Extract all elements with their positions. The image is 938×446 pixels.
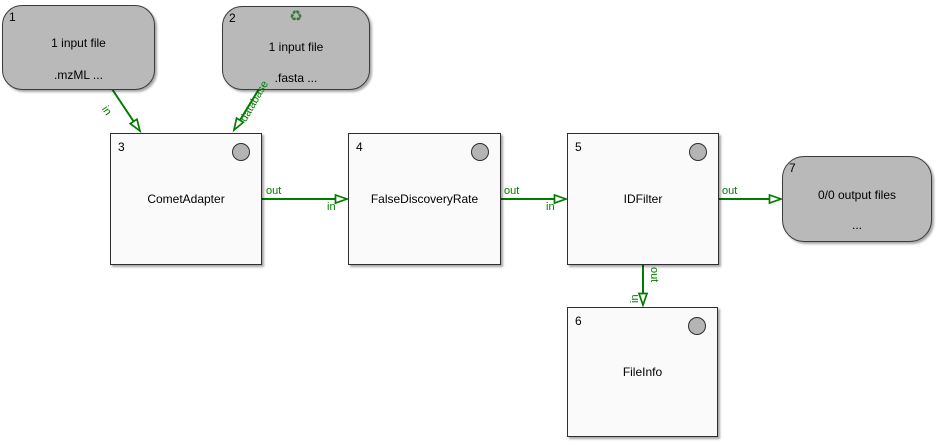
node-output-files[interactable]: 7 0/0 output files ... [782, 156, 932, 242]
tool-name-label: FalseDiscoveryRate [370, 192, 479, 206]
node-input-file-1[interactable]: 1 1 input file .mzML ... [2, 5, 155, 90]
edge-label-out: out [266, 185, 282, 197]
edge-label-out: out [504, 185, 520, 197]
node-number: 6 [575, 314, 582, 328]
node-input-file-2[interactable]: 2 ♻ 1 input file .fasta ... [222, 6, 370, 90]
node-number: 2 [229, 11, 236, 25]
node-ellipsis-label: ... [851, 218, 862, 232]
edge-label-in: in [629, 294, 641, 303]
tool-name-label: IDFilter [623, 192, 663, 206]
node-tool-cometadapter[interactable]: 3 CometAdapter [110, 133, 262, 265]
node-label: 0/0 output files [817, 188, 897, 202]
node-number: 4 [356, 140, 363, 154]
edge-label-out: out [722, 185, 738, 197]
edge-label-in: in [546, 201, 555, 213]
node-filetype-label: .fasta ... [274, 71, 318, 85]
node-number: 7 [789, 161, 796, 175]
edge-input1-to-cometadapter[interactable] [111, 88, 140, 131]
node-label: 1 input file [268, 40, 324, 54]
node-tool-idfilter[interactable]: 5 IDFilter [567, 133, 719, 265]
status-circle-icon [471, 143, 489, 161]
recycle-icon: ♻ [289, 8, 303, 25]
status-circle-icon [689, 143, 707, 161]
node-filetype-label: .mzML ... [54, 68, 103, 82]
edge-label-out: out [648, 267, 660, 283]
tool-name-label: CometAdapter [147, 192, 225, 206]
node-number: 5 [575, 140, 582, 154]
edge-input2-to-cometadapter[interactable] [234, 88, 260, 130]
tool-name-label: FileInfo [622, 365, 663, 379]
node-number: 3 [118, 140, 125, 154]
status-circle-icon [232, 143, 250, 161]
edge-label-in: in [327, 201, 336, 213]
status-circle-icon [688, 317, 706, 335]
node-number: 1 [9, 10, 16, 24]
node-tool-fileinfo[interactable]: 6 FileInfo [567, 307, 718, 437]
node-tool-falsediscoveryrate[interactable]: 4 FalseDiscoveryRate [348, 133, 501, 265]
node-label: 1 input file [51, 36, 106, 50]
